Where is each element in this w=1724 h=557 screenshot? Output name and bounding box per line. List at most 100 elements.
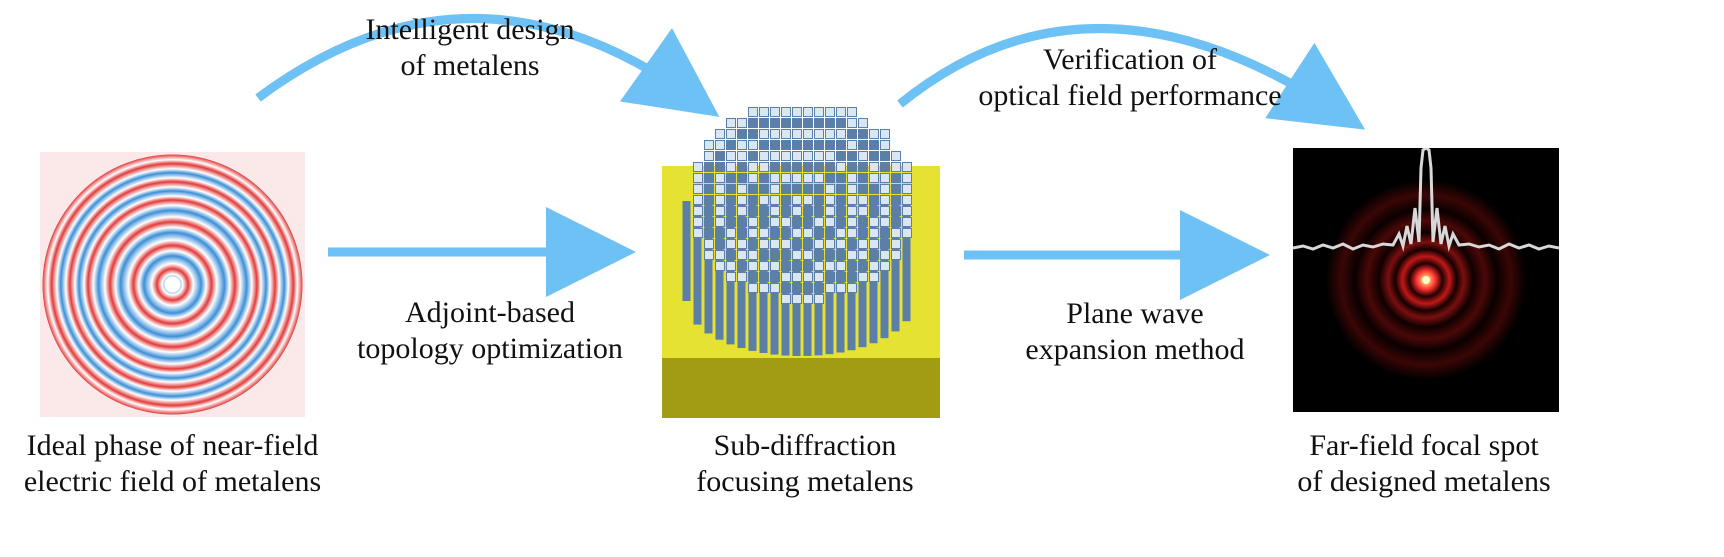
pillar-top — [847, 228, 857, 238]
pillar-top — [858, 151, 868, 161]
pillar-top — [869, 239, 879, 249]
pillar-top — [869, 261, 879, 271]
pillar-top — [737, 239, 747, 249]
pillar-top — [792, 217, 802, 227]
pillar-top — [847, 140, 857, 150]
pillar-top — [726, 118, 736, 128]
pillar-top — [792, 162, 802, 172]
pillar-top — [748, 283, 758, 293]
pillar-top — [814, 250, 824, 260]
pillar-top — [880, 173, 890, 183]
pillar-top — [847, 195, 857, 205]
pillar-top — [869, 206, 879, 216]
pillar-top — [770, 173, 780, 183]
pillar-top — [814, 195, 824, 205]
pillar-top — [748, 250, 758, 260]
pillar-top — [770, 107, 780, 117]
pillar-top — [781, 272, 791, 282]
pillar-top — [704, 162, 714, 172]
pillar-top — [858, 217, 868, 227]
arrow-intelligent-design — [255, 14, 720, 117]
pillar-top — [814, 217, 824, 227]
pillar-top — [704, 228, 714, 238]
pillar-top — [726, 162, 736, 172]
pillar-top — [704, 140, 714, 150]
pillar-top — [748, 129, 758, 139]
pillar-top — [748, 162, 758, 172]
pillar-top — [858, 195, 868, 205]
pillar-top — [781, 294, 791, 304]
pillar-body — [693, 201, 702, 325]
pillar-top — [748, 261, 758, 271]
pillar-top — [759, 283, 769, 293]
pillar-top — [770, 151, 780, 161]
pillar-top — [858, 250, 868, 260]
pillar-top — [825, 129, 835, 139]
pillar-top — [869, 184, 879, 194]
pillar-top — [880, 140, 890, 150]
pillar-top — [825, 217, 835, 227]
pillar-top — [836, 217, 846, 227]
label-intelligent-design: Intelligent design of metalens — [365, 13, 575, 82]
pillar-top — [781, 206, 791, 216]
intensity-profile — [1293, 148, 1559, 252]
pillar-top — [814, 184, 824, 194]
pillar-top — [737, 129, 747, 139]
pillar-top — [814, 239, 824, 249]
pillar-top — [693, 206, 703, 216]
pillar-top — [704, 217, 714, 227]
pillar-top — [814, 129, 824, 139]
pillar-top — [814, 140, 824, 150]
pillar-top — [891, 173, 901, 183]
pillar-top — [880, 184, 890, 194]
focal-spot-panel — [1293, 148, 1559, 412]
pillar-top — [704, 239, 714, 249]
pillar-top — [880, 217, 890, 227]
pillar-top — [803, 294, 813, 304]
pillar-top — [748, 107, 758, 117]
pillar-top — [792, 173, 802, 183]
pillar-top — [781, 151, 791, 161]
pillar-top — [891, 151, 901, 161]
pillar-top — [814, 261, 824, 271]
pillar-body — [704, 201, 713, 334]
pillar-top — [847, 217, 857, 227]
pillar-top — [880, 206, 890, 216]
pillar-top — [836, 107, 846, 117]
pillar-top — [858, 129, 868, 139]
pillar-top — [880, 239, 890, 249]
pillar-top — [781, 140, 791, 150]
pillar-top — [825, 162, 835, 172]
pillar-top — [825, 173, 835, 183]
pillar-top — [726, 151, 736, 161]
pillar-top — [715, 151, 725, 161]
pillar-top — [836, 261, 846, 271]
pillar-top — [726, 140, 736, 150]
pillar-top — [803, 140, 813, 150]
pillar-top — [836, 206, 846, 216]
pillar-top — [858, 261, 868, 271]
pillar-top — [770, 140, 780, 150]
pillar-top — [737, 261, 747, 271]
pillar-top — [737, 217, 747, 227]
pillar-top — [825, 261, 835, 271]
pillar-top — [737, 228, 747, 238]
pillar-top — [880, 250, 890, 260]
pillar-top — [759, 184, 769, 194]
pillar-top — [803, 250, 813, 260]
pillar-top — [726, 250, 736, 260]
pillar-top — [737, 140, 747, 150]
pillar-top — [770, 272, 780, 282]
pillar-top — [858, 140, 868, 150]
pillar-top — [814, 162, 824, 172]
pillar-top — [748, 173, 758, 183]
pillar-top — [748, 118, 758, 128]
pillar-top — [792, 250, 802, 260]
pillar-top — [792, 195, 802, 205]
pillar-top — [836, 118, 846, 128]
pillar-top — [836, 162, 846, 172]
pillar-top — [836, 173, 846, 183]
pillar-top — [770, 283, 780, 293]
pillar-top — [836, 151, 846, 161]
pillar-top — [759, 250, 769, 260]
